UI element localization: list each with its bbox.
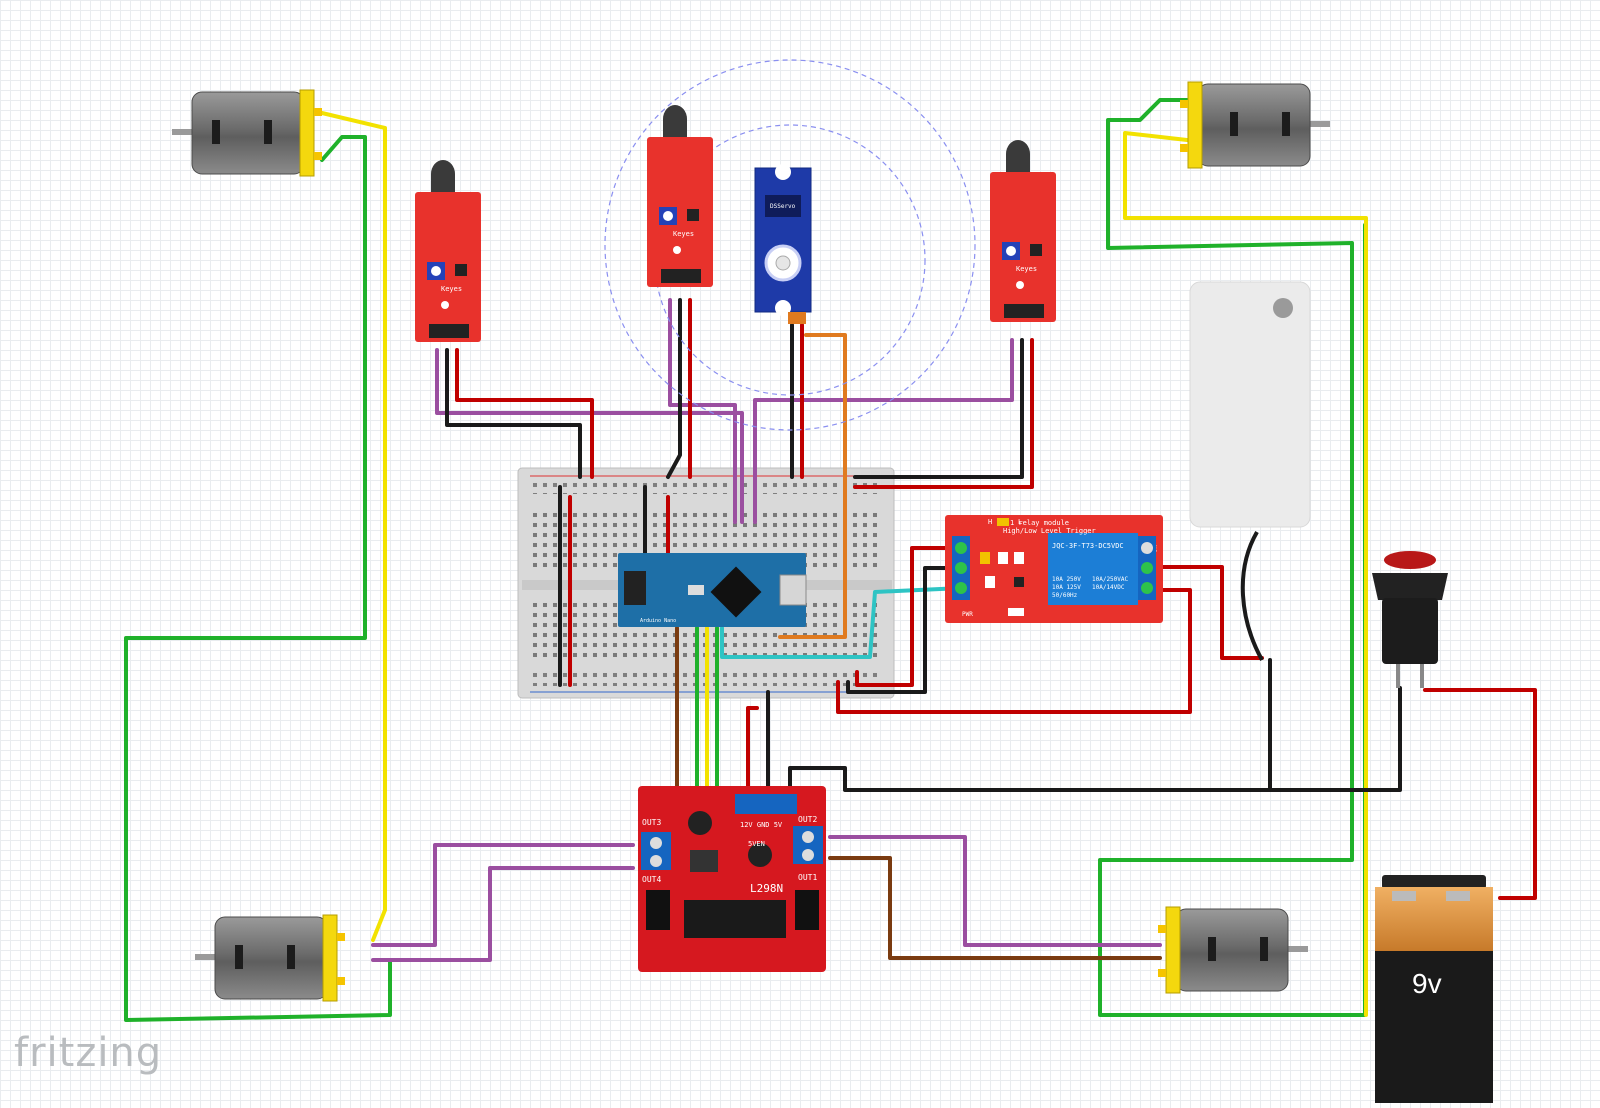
flame-sensor-left: Keyes [415, 160, 481, 342]
motor-top-left [172, 89, 322, 177]
battery-label: 9v [1412, 968, 1442, 999]
wire-red-switch-battery [1423, 688, 1537, 900]
driver-out1: OUT1 [798, 873, 817, 882]
wire-purple-out1 [828, 835, 1162, 947]
wire-red-driver-5v [746, 706, 759, 802]
wire-yellow-motor-tr [1123, 131, 1368, 1017]
nano-label: Arduino Nano [640, 618, 676, 624]
motor-bottom-left [195, 914, 345, 1002]
wire-cyan-relay-signal [720, 586, 964, 659]
driver-out2: OUT2 [798, 815, 817, 824]
breadboard-power-rail-top [530, 480, 882, 494]
relay-title: 1 relay module [1010, 519, 1069, 527]
wire-brown-out2 [828, 856, 1162, 960]
servo-motor: DSServo [754, 164, 812, 324]
wire-black-sensor2 [666, 298, 682, 479]
wire-black-ground-bus [788, 686, 1402, 802]
battery-holder [1189, 281, 1311, 528]
relay-rating-left-1: 10A 250V [1052, 576, 1081, 583]
wire-red-relay-com [836, 588, 1192, 714]
push-button [1372, 551, 1448, 688]
motor-driver-l298n: OUT3 OUT4 OUT2 OUT1 12V GND 5V 5VEN L298… [638, 786, 826, 972]
wire-purple-sensor2 [668, 298, 737, 524]
sensor-left-label: Keyes [441, 285, 462, 293]
motor-bottom-right [1158, 906, 1308, 994]
motor-top-right [1180, 81, 1330, 169]
wire-holder-lead [1240, 530, 1264, 661]
driver-chip: L298N [750, 882, 783, 895]
wire-purple-sensor3 [753, 338, 1014, 524]
wire-yellow-motor-tl [320, 111, 387, 942]
wire-red-sensor3 [853, 338, 1034, 489]
wire-green-motor-tr [1098, 98, 1367, 1017]
wire-green-motor-tl [124, 135, 392, 1022]
wire-black-sensor3 [853, 338, 1024, 479]
relay-pwr-label: PWR [962, 611, 973, 618]
servo-label: DSServo [770, 203, 796, 210]
wire-red-sensor1 [455, 348, 594, 479]
relay-rating-right-2: 10A/14VDC [1092, 584, 1125, 591]
relay-jumper-l: L [1018, 518, 1022, 526]
relay-rating-left-2: 10A 125V [1052, 584, 1081, 591]
wire-black-relay-gnd [846, 566, 964, 694]
relay-rating-right-1: 10A/250VAC [1092, 576, 1129, 583]
driver-5ven: 5VEN [748, 840, 765, 848]
wire-red-relay-vcc [855, 546, 964, 687]
driver-out4: OUT4 [642, 875, 661, 884]
relay-rating-left-3: 50/60Hz [1052, 592, 1078, 599]
fritzing-logo: fritzing [14, 1030, 163, 1076]
relay-jumper-h: H [988, 518, 992, 526]
wire-purple-out4a [371, 843, 635, 947]
wire-red-relay-no [1158, 565, 1264, 660]
wire-purple-sensor1 [435, 348, 744, 524]
relay-model: JQC-3F-T73-DC5VDC [1052, 542, 1124, 550]
relay-subtitle: High/Low Level Trigger [1003, 527, 1096, 535]
flame-sensor-middle: Keyes [647, 105, 713, 287]
driver-power-pins: 12V GND 5V [740, 821, 783, 829]
wire-orange-servo [778, 333, 847, 639]
wire-purple-out4b [371, 866, 635, 962]
driver-out3: OUT3 [642, 818, 661, 827]
battery-9v: 9v [1375, 875, 1493, 1103]
wires [124, 98, 1537, 1022]
flame-sensor-right: Keyes [990, 140, 1056, 322]
wire-black-sensor1 [445, 348, 582, 479]
arduino-nano: Arduino Nano [618, 553, 807, 627]
sensor-middle-label: Keyes [673, 230, 694, 238]
relay-module: JQC-3F-T73-DC5VDC 10A 250V 10A 125V 50/6… [945, 515, 1163, 623]
sensor-right-label: Keyes [1016, 265, 1037, 273]
